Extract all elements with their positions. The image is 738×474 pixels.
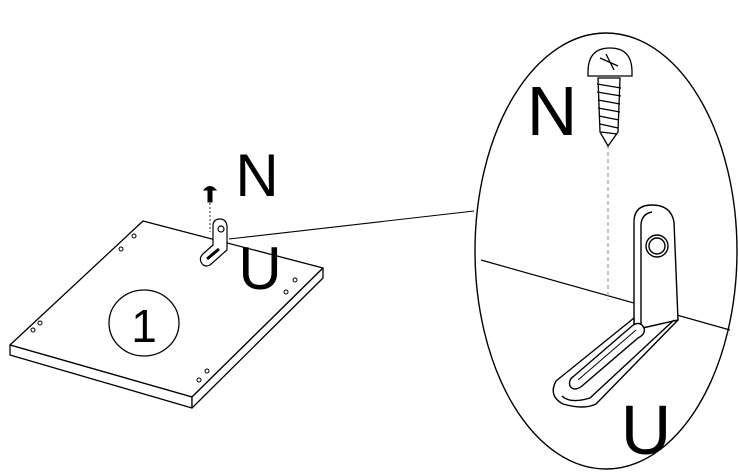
callout-leader <box>228 210 475 240</box>
detail-screw-label: N <box>527 72 578 150</box>
detail-l-bracket-icon <box>552 204 679 408</box>
panel-number: 1 <box>131 300 157 352</box>
magnifier-callout: N U <box>474 32 738 470</box>
l-bracket-icon <box>199 218 228 267</box>
bracket-label: U <box>238 235 281 302</box>
panel-number-badge: 1 <box>108 289 180 357</box>
screw-icon <box>202 186 218 232</box>
panel-holes <box>30 233 298 383</box>
detail-screw-icon <box>587 47 633 148</box>
detail-bracket-label: U <box>621 391 672 469</box>
screw-label: N <box>235 142 278 209</box>
